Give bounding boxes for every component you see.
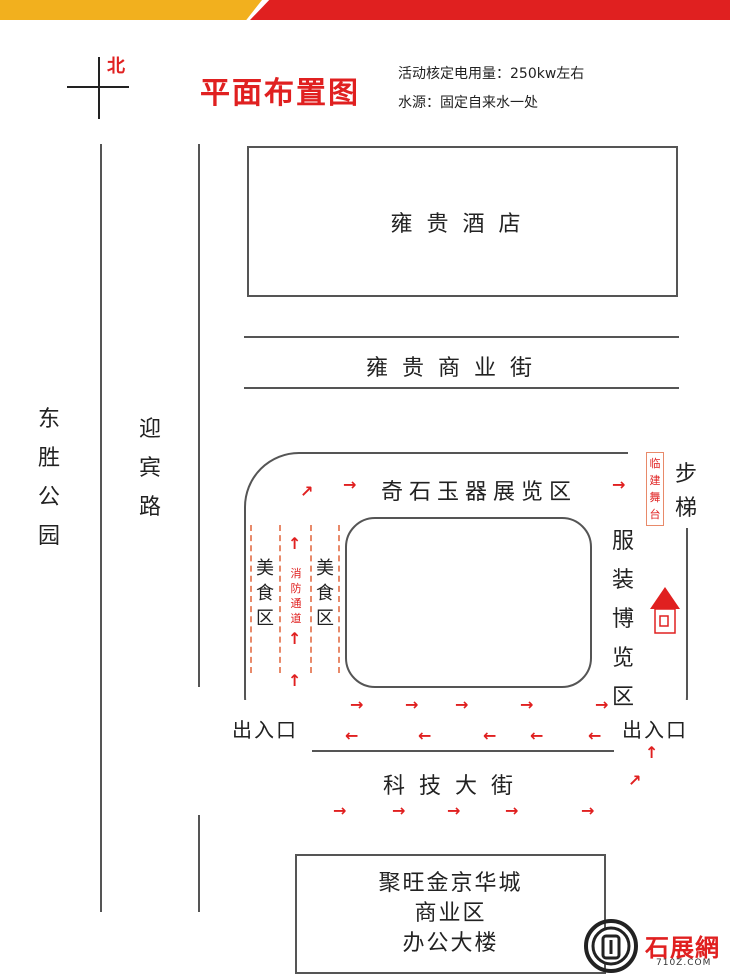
clothing-area-label: 服装博览区	[611, 529, 634, 710]
fire-lane-label: 消防通道	[290, 567, 302, 625]
arrow-up: ↑	[288, 629, 302, 648]
arrow-right: →	[405, 695, 419, 714]
north-label: 北	[107, 56, 125, 77]
road-line-left	[100, 144, 102, 912]
road-line-right-lower	[198, 815, 200, 912]
arrow-right: →	[447, 801, 461, 820]
watermark-name: 石展網	[645, 933, 720, 962]
arrow-right: →	[505, 801, 519, 820]
loop-gap-top-right	[628, 450, 708, 528]
entrance-right-label: 出入口	[622, 718, 688, 742]
lane-dash-2	[279, 525, 281, 673]
arrow-right: →	[520, 695, 534, 714]
hotel-label: 雍贵酒店	[390, 211, 535, 237]
stone-area-label: 奇石玉器展览区	[381, 480, 578, 505]
building-box: 聚旺金京华城 商业区 办公大楼	[295, 854, 606, 974]
loop-gap-right	[612, 700, 702, 760]
water-info: 水源：固定自来水一处	[398, 95, 538, 111]
arrow-right: →	[612, 475, 626, 494]
food-area-left-label: 美食区	[256, 558, 274, 629]
entrance-left-label: 出入口	[232, 718, 298, 742]
loop-gap-left	[226, 700, 316, 760]
arrow-left: ←	[588, 726, 602, 745]
street-label: 雍贵商业街	[366, 356, 547, 381]
arrow-up-right: ↗	[628, 771, 642, 790]
inner-block	[345, 517, 592, 688]
house-icon	[650, 587, 680, 634]
arrow-right: →	[343, 475, 357, 494]
park-label: 东胜公园	[37, 407, 60, 549]
arrow-up-right: ↗	[300, 482, 314, 501]
road-label: 迎宾路	[138, 417, 161, 520]
lane-dash-3	[310, 525, 312, 673]
page-title: 平面布置图	[200, 76, 360, 111]
arrow-right: →	[392, 801, 406, 820]
arrow-right: →	[333, 801, 347, 820]
arrow-up: ↑	[288, 671, 302, 690]
arrow-left: ←	[530, 726, 544, 745]
tech-street-line	[312, 750, 614, 752]
food-area-right-label: 美食区	[316, 558, 334, 629]
street-line-top	[244, 336, 679, 338]
top-bar-red	[250, 0, 730, 20]
hotel-box: 雍贵酒店	[247, 146, 678, 297]
building-commercial: 商业区	[414, 901, 487, 926]
arrow-left: ←	[418, 726, 432, 745]
arrow-up: ↑	[645, 743, 659, 762]
street-line-bottom	[244, 387, 679, 389]
top-bar-yellow	[0, 0, 262, 20]
road-line-right-upper	[198, 144, 200, 687]
arrow-left: ←	[483, 726, 497, 745]
arrow-right: →	[350, 695, 364, 714]
arrow-left: ←	[345, 726, 359, 745]
stairs-label: 步梯	[674, 462, 697, 521]
tech-street-label: 科技大街	[383, 774, 528, 799]
arrow-right: →	[581, 801, 595, 820]
compass-vertical	[98, 57, 100, 119]
building-office: 办公大楼	[402, 931, 499, 956]
lane-dash-1	[250, 525, 252, 673]
arrow-right: →	[455, 695, 469, 714]
arrow-up: ↑	[288, 534, 302, 553]
arrow-right: →	[595, 695, 609, 714]
watermark-logo-icon	[584, 919, 638, 973]
power-info: 活动核定电用量：250kw左右	[398, 66, 585, 82]
lane-dash-4	[338, 525, 340, 673]
watermark-url: 710Z.COM	[656, 958, 712, 968]
temporary-stage: 临建舞台	[646, 452, 664, 526]
building-name: 聚旺金京华城	[378, 871, 523, 896]
